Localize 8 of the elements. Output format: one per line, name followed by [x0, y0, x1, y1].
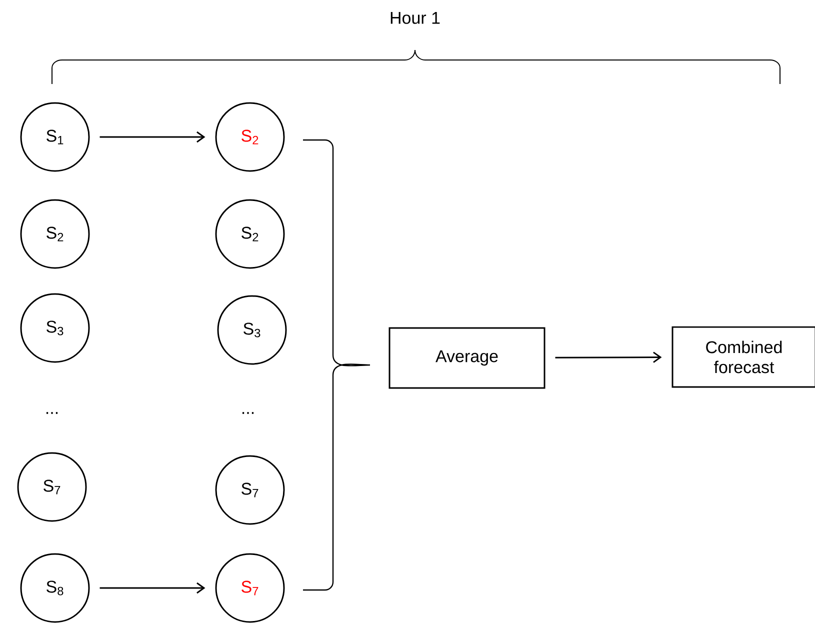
arrow: [555, 352, 662, 363]
ellipsis: ...: [242, 412, 254, 414]
arrow: [100, 582, 206, 594]
brace-label: Hour 1: [390, 12, 440, 24]
arrow: [100, 131, 206, 143]
ellipsis: ...: [46, 412, 58, 414]
process-box: Average: [388, 327, 546, 389]
process-box: Combined forecast: [672, 326, 815, 388]
